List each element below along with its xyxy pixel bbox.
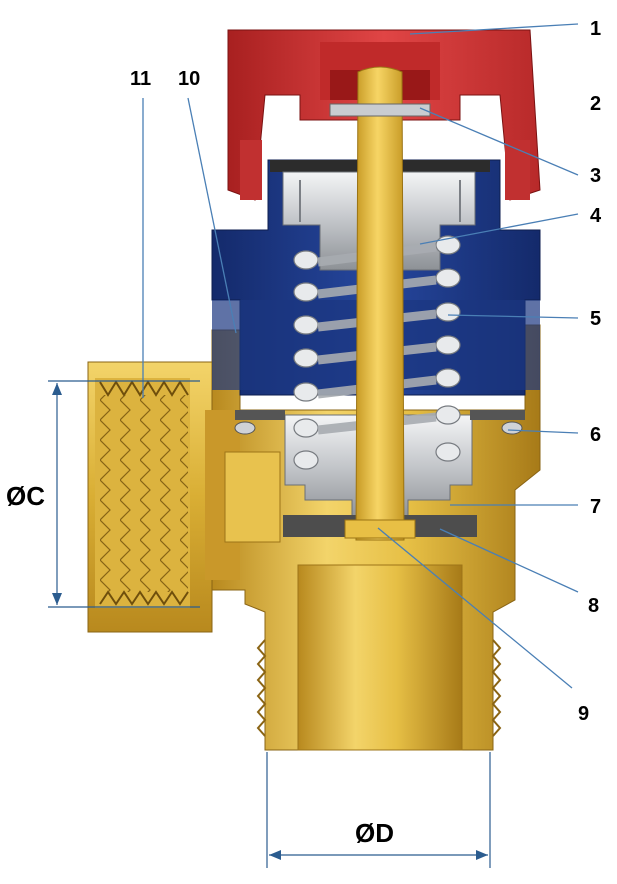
stem: [329, 66, 431, 541]
callout-9: 9: [578, 703, 589, 725]
callout-3: 3: [590, 165, 601, 187]
inlet-thread: [95, 378, 190, 608]
callout-labels: 1 2 3 4 5 6 7 8 9 10 11 ØC ØD: [6, 18, 602, 848]
callout-1: 1: [590, 18, 601, 40]
seals: [234, 410, 525, 537]
callout-8: 8: [588, 595, 599, 617]
callout-7: 7: [590, 496, 601, 518]
callout-5: 5: [590, 308, 601, 330]
dimension-d-label: ØD: [355, 818, 394, 848]
callout-4: 4: [590, 205, 602, 227]
callout-10: 10: [178, 68, 200, 90]
dimension-lines: [48, 380, 491, 868]
leader-lines: [142, 23, 579, 689]
dimension-c-label: ØC: [6, 481, 45, 511]
callout-11: 11: [130, 68, 151, 90]
callout-2: 2: [590, 93, 601, 115]
callout-6: 6: [590, 424, 601, 446]
